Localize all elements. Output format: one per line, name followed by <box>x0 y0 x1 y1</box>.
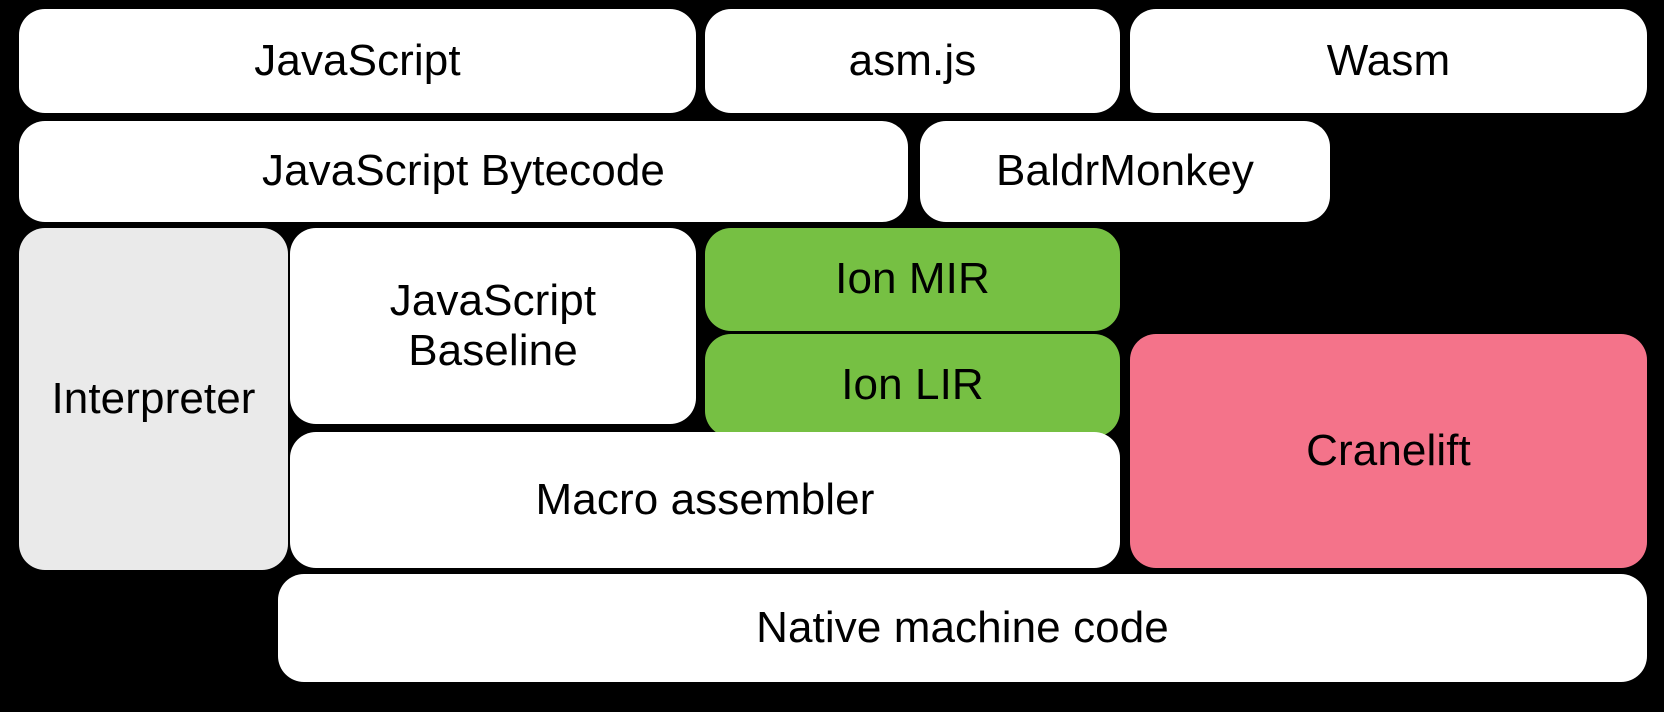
node-label: Interpreter <box>51 373 256 423</box>
node-native-machine-code[interactable]: Native machine code <box>278 574 1647 682</box>
node-label: Cranelift <box>1306 425 1471 475</box>
node-macro-assembler[interactable]: Macro assembler <box>290 432 1120 568</box>
node-label: Native machine code <box>756 602 1169 652</box>
node-interpreter[interactable]: Interpreter <box>19 228 288 570</box>
node-cranelift[interactable]: Cranelift <box>1130 334 1647 568</box>
node-javascript-bytecode[interactable]: JavaScript Bytecode <box>19 121 908 222</box>
node-label: Macro assembler <box>535 474 875 524</box>
node-wasm[interactable]: Wasm <box>1130 9 1647 113</box>
node-label: JavaScript Baseline <box>389 275 597 375</box>
node-ion-mir[interactable]: Ion MIR <box>705 228 1120 331</box>
node-label: JavaScript Bytecode <box>262 146 665 196</box>
node-label: Wasm <box>1326 35 1451 85</box>
node-javascript[interactable]: JavaScript <box>19 9 696 113</box>
node-ion-lir[interactable]: Ion LIR <box>705 334 1120 437</box>
node-baldrmonkey[interactable]: BaldrMonkey <box>920 121 1330 222</box>
node-asm-js[interactable]: asm.js <box>705 9 1120 113</box>
node-label: asm.js <box>848 35 977 85</box>
node-label: Ion MIR <box>835 254 990 304</box>
node-label: Ion LIR <box>841 360 984 410</box>
node-label: JavaScript <box>254 35 461 85</box>
node-javascript-baseline[interactable]: JavaScript Baseline <box>290 228 696 424</box>
node-label: BaldrMonkey <box>996 146 1254 196</box>
